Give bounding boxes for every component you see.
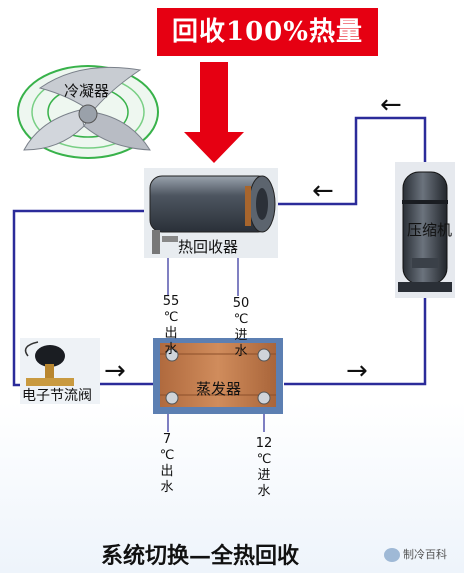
flow-arrow-mid: ← — [312, 176, 334, 206]
hr-out-text-1: 水 — [164, 342, 178, 357]
ev-in-text-1: 水 — [257, 484, 271, 499]
evaporator — [153, 338, 283, 432]
hr-out-temp-unit: ℃ — [163, 310, 179, 325]
watermark: 制冷百科 — [384, 546, 447, 562]
pipe-heat-recovery-to-valve — [12, 209, 147, 387]
ev-in-temp-unit: ℃ — [256, 452, 272, 467]
ev-in-temp: 12 ℃ 进 水 — [255, 436, 273, 500]
ev-out-temp: 7 ℃ 出 水 — [158, 432, 176, 496]
flow-arrow-top: ← — [380, 90, 402, 120]
wechat-icon — [384, 548, 400, 562]
ev-in-text-0: 进 — [257, 468, 271, 483]
evaporator-label: 蒸发器 — [196, 380, 242, 398]
compressor — [395, 162, 455, 298]
hr-in-text-1: 水 — [234, 344, 248, 359]
banner-title: 回收100%热量 — [157, 8, 378, 56]
condenser-label: 冷凝器 — [64, 82, 110, 100]
heat-recovery-arrow — [184, 62, 244, 163]
heat-recovery-tank — [144, 168, 278, 296]
ev-out-text-1: 水 — [160, 480, 174, 495]
flow-arrow-left: → — [104, 356, 126, 386]
watermark-text: 制冷百科 — [403, 548, 447, 561]
pipe-compressor-to-heat-recovery — [278, 116, 427, 206]
ev-out-text-0: 出 — [160, 464, 174, 479]
heat-recovery-label: 热回收器 — [178, 238, 239, 256]
hr-out-temp-value: 55 — [162, 294, 180, 309]
condenser-image — [17, 65, 159, 159]
hr-in-temp: 50 ℃ 进 水 — [232, 296, 250, 360]
refrigerant-pipes — [12, 116, 427, 387]
expansion-valve-label: 电子节流阀 — [22, 388, 92, 404]
flow-arrow-right: → — [346, 356, 368, 386]
ev-in-temp-value: 12 — [255, 436, 273, 451]
ev-out-temp-value: 7 — [162, 432, 172, 447]
hr-in-text-0: 进 — [234, 328, 248, 343]
pipe-evaporator-to-compressor — [284, 298, 427, 386]
hr-in-temp-value: 50 — [232, 296, 250, 311]
hr-in-temp-unit: ℃ — [233, 312, 249, 327]
ev-out-temp-unit: ℃ — [159, 448, 175, 463]
caption: 系统切换—全热回收 — [100, 543, 299, 569]
hr-out-text-0: 出 — [164, 326, 178, 341]
hr-out-temp: 55 ℃ 出 水 — [162, 294, 180, 358]
compressor-label: 压缩机 — [407, 221, 453, 239]
expansion-valve — [20, 338, 100, 404]
